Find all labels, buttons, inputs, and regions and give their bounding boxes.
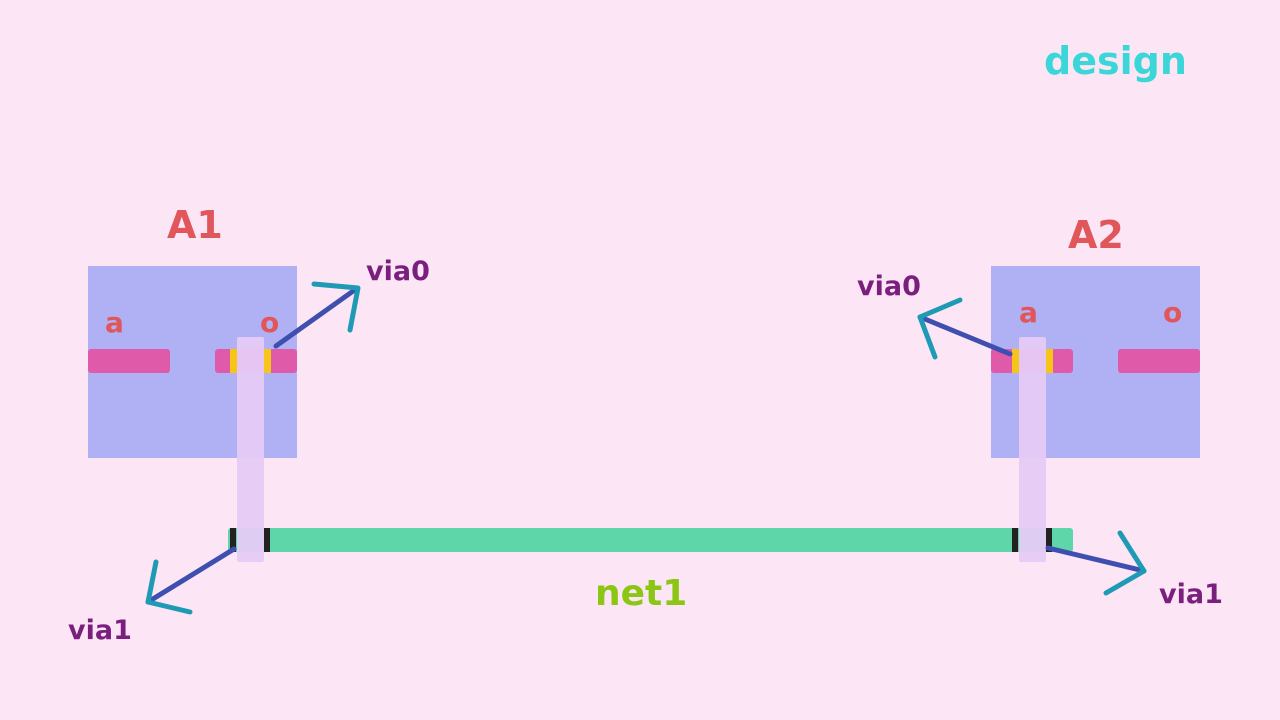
a2-via1-label: via1 [1159,579,1223,610]
cell-a2-pin-o [1118,349,1200,373]
a2-via1-left-mark [1012,528,1018,552]
a1-via1-label: via1 [68,615,132,646]
a1-vertical-wire [237,337,264,562]
a1-via0-right-mark [264,349,271,373]
a2-via0-label: via0 [857,271,921,302]
a2-via0-arrow [917,297,1013,360]
cell-a1-label: A1 [167,203,223,247]
net1-wire [228,528,1073,552]
cell-a1-pin-a [88,349,170,373]
cell-a1-pin-a-label: a [105,306,124,339]
a1-via0-label: via0 [366,256,430,287]
a2-via1-arrow [1045,530,1147,596]
net1-label: net1 [595,573,688,614]
cell-a2-pin-a-label: a [1019,296,1038,329]
cell-a2-pin-o-label: o [1163,296,1183,329]
a1-via1-arrow [145,546,237,615]
a2-via1-right-mark [1046,528,1052,552]
a2-vertical-wire [1019,337,1046,562]
a1-via0-arrow [273,281,361,349]
a1-via1-left-mark [230,528,236,552]
a1-via1-right-mark [264,528,270,552]
a2-via0-left-mark [1012,349,1019,373]
cell-a2-label: A2 [1068,213,1124,257]
diagram-title: design [1044,39,1187,83]
a1-via0-left-mark [230,349,237,373]
a2-via0-right-mark [1046,349,1053,373]
cell-a1-pin-o-label: o [260,306,280,339]
